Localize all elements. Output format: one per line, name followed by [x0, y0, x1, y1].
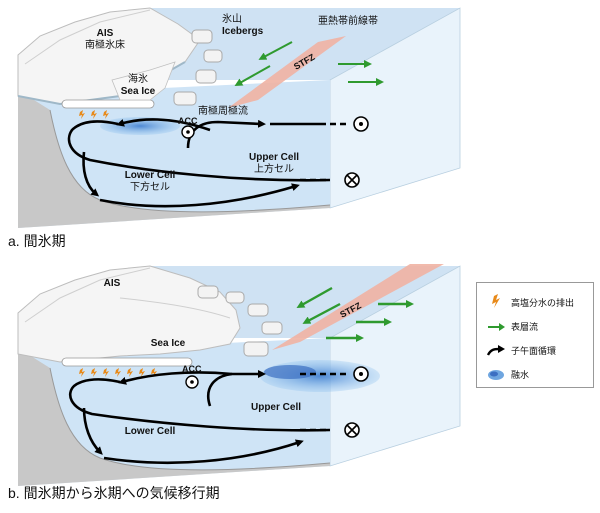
acc-jp-label: 南極周極流: [198, 104, 248, 117]
meridional-circulation: [69, 370, 350, 465]
brine-icon: [103, 110, 109, 119]
stfz-band: [272, 264, 444, 350]
ais-label: AIS: [104, 278, 121, 289]
into-page-cross: [346, 174, 358, 186]
upper-cell-label: Upper Cell: [251, 402, 301, 413]
green-arrow-icon: [488, 323, 505, 331]
black-arrow-icon: [82, 151, 100, 197]
out-of-page-dot: [359, 372, 363, 376]
seabed-edge: [49, 109, 331, 213]
black-arrow-icon: [116, 118, 211, 132]
meltwater-blob: [264, 365, 316, 379]
seaice-label: Sea Ice: [121, 86, 156, 97]
seaice-label: Sea Ice: [151, 338, 186, 349]
legend-label: 表層流: [511, 323, 539, 333]
meridional-circulation: [67, 118, 350, 208]
iceberg: [195, 69, 217, 84]
flow-symbols: [185, 366, 369, 438]
brine-icon: [103, 368, 109, 377]
ais-label: AIS: [97, 28, 114, 39]
sea-ice-shelf: [61, 99, 155, 109]
acc-dot: [186, 130, 190, 134]
lower-cell-jp-label: 下方セル: [130, 180, 170, 193]
legend-label: 融水: [511, 371, 530, 381]
acc-label: ACC: [182, 364, 202, 374]
surface-currents: [296, 286, 414, 342]
brine-icon: [79, 368, 85, 377]
brine-icon: [91, 368, 97, 377]
iceberg-label: Icebergs: [222, 26, 264, 37]
acc-dot: [190, 380, 194, 384]
legend-item-meltwater: 融水: [477, 365, 595, 385]
legend: 高塩分水の排出 表層流 子午面循環 融水: [476, 282, 594, 388]
iceberg: [225, 291, 245, 304]
stfz-jp-label: 亜熱帯前線帯: [318, 14, 378, 27]
meltwater-icon: [488, 370, 504, 380]
seabed: [18, 90, 330, 228]
seabed: [18, 348, 330, 486]
brine-icon: [127, 368, 133, 377]
brine-icon: [91, 110, 97, 119]
black-arrow-icon: [82, 407, 103, 455]
brine-arrows: [79, 368, 157, 377]
black-arrow-icon: [69, 378, 331, 432]
legend-item-brine: 高塩分水の排出: [477, 293, 595, 313]
panel-b-caption: b. 間氷期から氷期への気候移行期: [8, 485, 220, 501]
black-arrow-icon: [118, 371, 233, 385]
iceberg: [191, 29, 213, 44]
brine-icon: [139, 368, 145, 377]
black-arrow-icon: [103, 439, 304, 465]
black-arrow-icon: [67, 120, 331, 182]
iceberg-jp-label: 氷山: [222, 12, 242, 25]
panel-a-caption: a. 間氷期: [8, 233, 66, 249]
legend-label: 高塩分水の排出: [511, 299, 575, 309]
upper-cell-label: Upper Cell: [249, 152, 299, 163]
out-of-page-dot: [359, 122, 363, 126]
lower-cell-label: Lower Cell: [125, 426, 176, 437]
stfz-band: [228, 36, 346, 108]
panel-a: AIS 南極氷床 氷山 Icebergs 亜熱帯前線帯 STFZ 海氷 Sea …: [8, 7, 461, 249]
ice-sheet-ridge: [24, 267, 151, 323]
iceberg: [261, 321, 283, 335]
panel-b: AIS Sea Ice STFZ ACC Upper Cell Lower Ce…: [8, 264, 461, 501]
sea-ice-edge: [119, 297, 231, 319]
flow-symbols: [181, 116, 369, 188]
sea-ice-shelf: [61, 357, 193, 367]
icebergs: [173, 29, 223, 106]
seaice-jp-label: 海氷: [128, 72, 148, 85]
legend-item-surface: 表層流: [477, 317, 595, 337]
brine-arrows: [79, 110, 109, 119]
into-page-cross: [346, 424, 358, 436]
iceberg: [243, 341, 269, 357]
upper-cell-jp-label: 上方セル: [254, 162, 294, 175]
iceberg: [173, 91, 197, 106]
lower-cell-label: Lower Cell: [125, 170, 176, 181]
iceberg: [197, 285, 219, 299]
icebergs: [197, 285, 283, 357]
green-arrow-icon: [302, 302, 341, 324]
brine-icon: [151, 368, 157, 377]
sea-ice-mass: [111, 61, 176, 101]
legend-item-circulation: 子午面循環: [477, 341, 595, 361]
brine-icon: [492, 294, 500, 308]
iceberg: [203, 49, 223, 63]
black-arrow-icon: [486, 345, 505, 356]
green-arrow-icon: [296, 286, 333, 308]
ais-jp-label: 南極氷床: [85, 38, 125, 51]
green-arrow-icon: [234, 65, 271, 86]
ice-sheet-ridge: [24, 9, 151, 65]
seabed-edge: [49, 367, 331, 471]
acc-label: ACC: [178, 116, 198, 126]
legend-label: 子午面循環: [511, 347, 557, 357]
black-arrow-icon: [99, 183, 300, 208]
iceberg: [247, 303, 269, 317]
brine-icon: [79, 110, 85, 119]
surface-currents: [234, 41, 384, 86]
green-arrow-icon: [258, 41, 293, 60]
brine-icon: [115, 368, 121, 377]
